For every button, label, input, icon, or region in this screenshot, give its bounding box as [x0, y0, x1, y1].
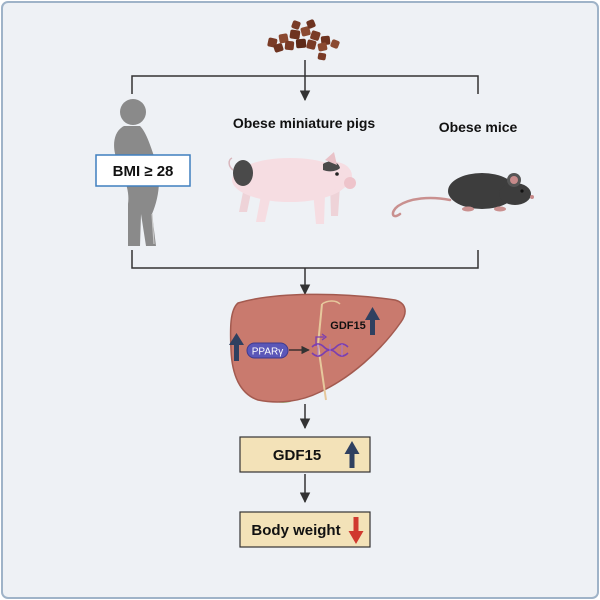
mice-label: Obese mice [439, 119, 518, 135]
up-arrow-icon [229, 333, 244, 361]
up-arrow-icon [344, 441, 360, 468]
gene-label: GDF15 [330, 320, 365, 332]
bmi-box [95, 154, 191, 187]
gdf15-box [239, 436, 371, 473]
ppar-pill [246, 342, 289, 359]
mouse-icon [391, 173, 534, 218]
body-weight-box [239, 511, 371, 548]
food-pellets-icon [267, 19, 340, 61]
pig-icon [228, 152, 356, 224]
dna-icon [311, 333, 349, 357]
ppar-label: PPARγ [252, 347, 284, 358]
gdf15-label: GDF15 [273, 447, 321, 464]
up-arrow-icon [365, 307, 380, 335]
pigs-label: Obese miniature pigs [233, 115, 376, 131]
bmi-label: BMI ≥ 28 [113, 163, 174, 180]
top-bracket [131, 75, 479, 94]
body-weight-label: Body weight [251, 522, 340, 539]
down-arrow-icon [348, 517, 364, 544]
